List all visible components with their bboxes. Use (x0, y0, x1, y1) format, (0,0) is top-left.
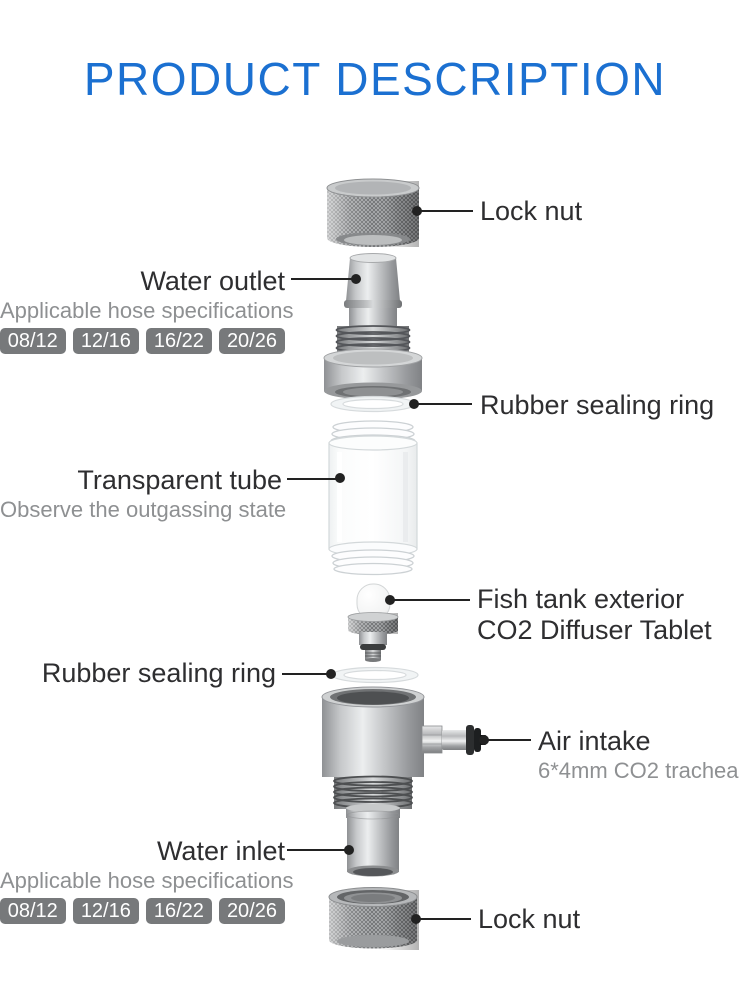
hose-size-tag: 12/16 (72, 328, 139, 354)
hose-size-tag: 08/12 (0, 328, 66, 354)
leader-dot-water-inlet (344, 845, 354, 855)
leader-line-air-intake (484, 739, 531, 741)
callout-lock-nut-top: Lock nut (480, 196, 582, 226)
rubber-ring-top-label: Rubber sealing ring (480, 390, 715, 420)
leader-dot-transparent-tube (335, 473, 345, 483)
leader-line-lock-nut-top (417, 210, 473, 212)
callout-air-intake: Air intake 6*4mm CO2 trachea (538, 726, 739, 785)
diffuser-tablet-label-line2: CO2 Diffuser Tablet (477, 615, 712, 645)
hose-size-tag: 12/16 (72, 898, 139, 924)
hose-size-tag: 20/26 (218, 898, 285, 924)
hose-size-tag: 08/12 (0, 898, 66, 924)
diffuser-body-part (321, 686, 486, 877)
leader-line-transparent-tube (287, 478, 340, 480)
callout-water-outlet: Water outlet Applicable hose specificati… (0, 266, 294, 354)
leader-line-water-inlet (287, 849, 349, 851)
page-title: PRODUCT DESCRIPTION (83, 53, 667, 105)
rubber-sealing-ring-bottom-part (331, 666, 419, 684)
water-outlet-label: Water outlet (140, 266, 285, 296)
water-inlet-hose-sizes: 08/12 12/16 16/22 20/26 (0, 898, 285, 924)
leader-line-water-outlet (291, 278, 356, 280)
leader-line-lock-nut-bottom (416, 918, 471, 920)
lock-nut-top-label: Lock nut (480, 196, 583, 226)
hose-size-tag: 16/22 (145, 328, 212, 354)
callout-rubber-ring-bottom: Rubber sealing ring (0, 658, 276, 688)
rubber-sealing-ring-top-part (330, 395, 416, 413)
air-intake-note: 6*4mm CO2 trachea (538, 758, 739, 783)
callout-lock-nut-bottom: Lock nut (478, 904, 580, 934)
water-outlet-hose-sizes: 08/12 12/16 16/22 20/26 (0, 328, 285, 354)
air-intake-label: Air intake (538, 726, 651, 756)
water-inlet-label: Water inlet (156, 836, 285, 866)
hose-size-tag: 16/22 (145, 898, 212, 924)
diffuser-tablet-label-line1: Fish tank exterior (477, 584, 685, 614)
rubber-ring-bottom-label: Rubber sealing ring (41, 658, 276, 688)
lock-nut-top-part (326, 178, 420, 247)
leader-line-rubber-ring-bottom (282, 673, 331, 675)
callout-diffuser-tablet: Fish tank exterior CO2 Diffuser Tablet (477, 584, 712, 646)
water-inlet-part (346, 804, 400, 877)
transparent-tube-label: Transparent tube (77, 465, 282, 495)
callout-water-inlet: Water inlet Applicable hose specificatio… (0, 836, 294, 924)
lock-nut-bottom-label: Lock nut (478, 904, 581, 934)
transparent-tube-part (328, 420, 418, 576)
leader-line-rubber-ring-top (414, 403, 472, 405)
leader-dot-rubber-ring-bottom (326, 669, 336, 679)
water-inlet-note: Applicable hose specifications (0, 868, 294, 893)
hose-size-tag: 20/26 (218, 328, 285, 354)
leader-line-diffuser-tablet (390, 599, 470, 601)
callout-transparent-tube: Transparent tube Observe the outgassing … (0, 465, 287, 524)
air-intake-fitting (421, 725, 486, 755)
transparent-tube-note: Observe the outgassing state (0, 497, 287, 522)
leader-dot-water-outlet (351, 274, 361, 284)
lock-nut-bottom-part (327, 887, 419, 950)
callout-rubber-ring-top: Rubber sealing ring (480, 390, 714, 420)
water-outlet-note: Applicable hose specifications (0, 298, 294, 323)
water-outlet-part (323, 253, 423, 400)
